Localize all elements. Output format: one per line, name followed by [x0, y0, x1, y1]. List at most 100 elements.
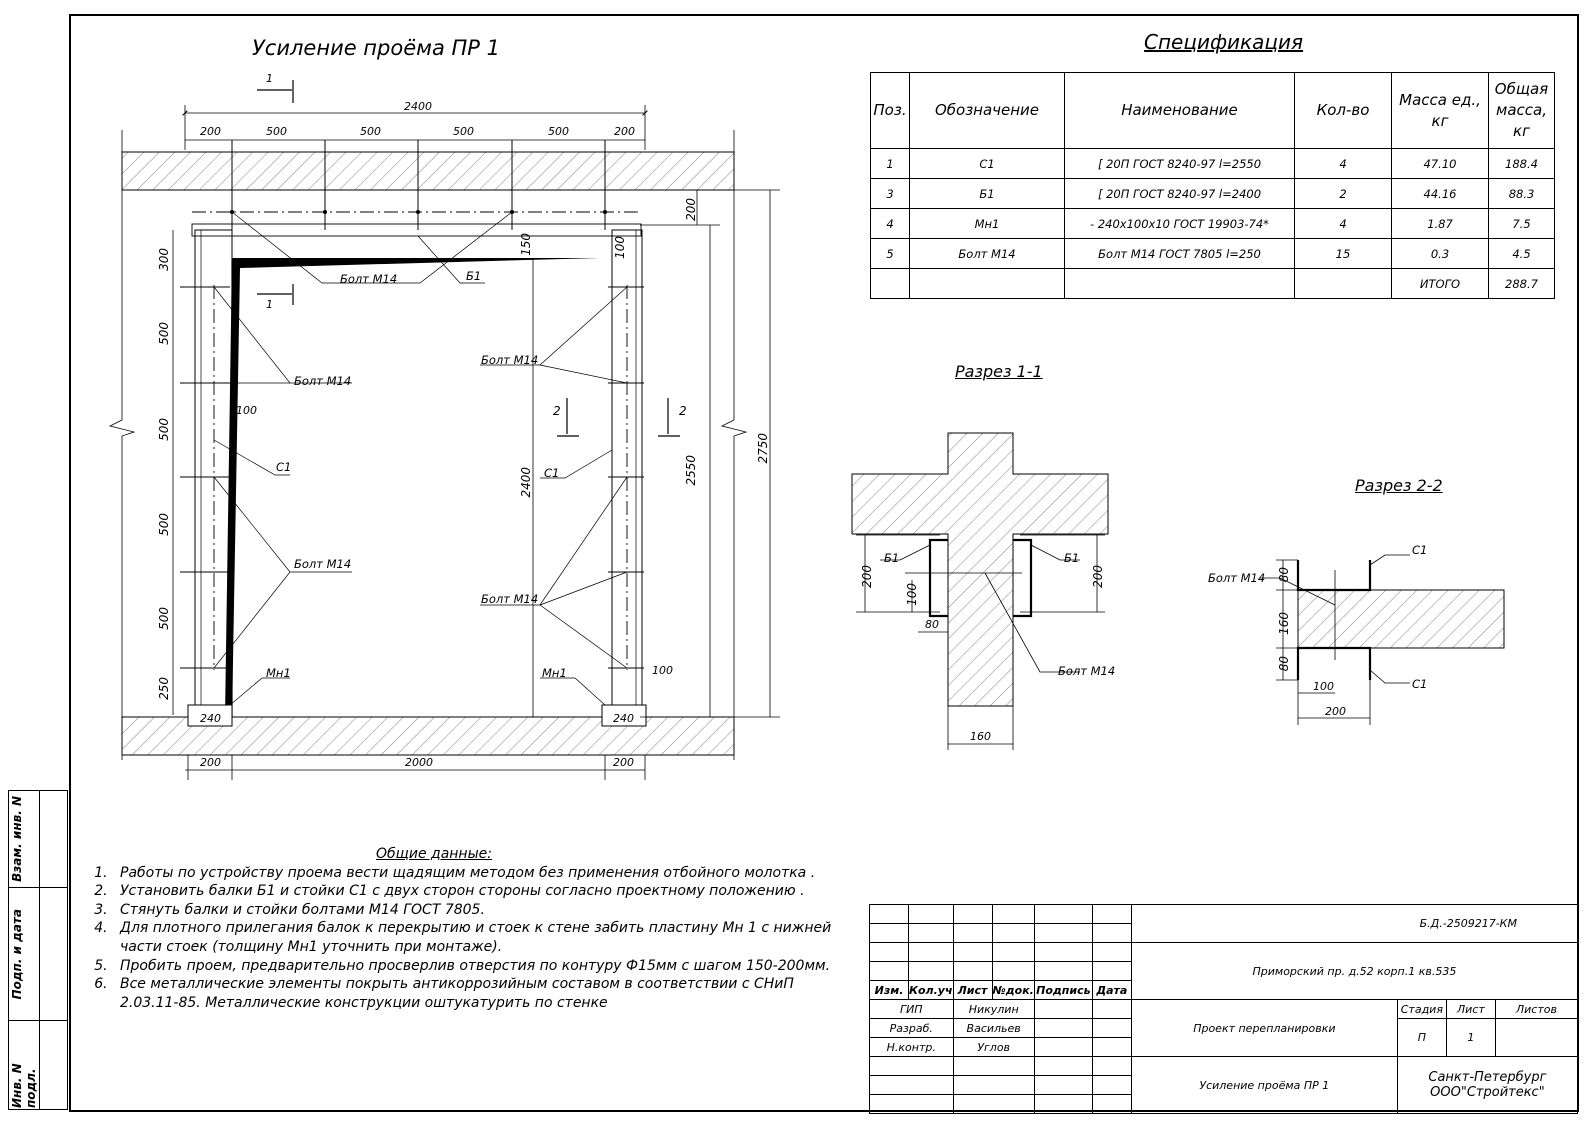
notes-title: Общие данные: [376, 846, 492, 862]
stamp-cell [952, 1075, 1035, 1095]
section11-channels [928, 538, 1033, 618]
stamp-cell [869, 961, 909, 981]
general-notes: Общие данные: Работы по устройству проем… [84, 845, 844, 1012]
stamp-cell [869, 923, 909, 943]
shim-wedge [225, 258, 600, 717]
stamp-sheet-title: Усиление проёма ПР 1 [1130, 1056, 1398, 1114]
dim-plate-240b: 240 [613, 712, 634, 725]
stamp-cell [1091, 1037, 1132, 1057]
spec-cell: 4 [870, 208, 910, 239]
dim-left-500b: 500 [157, 418, 171, 441]
spec-cell: 4 [1294, 208, 1392, 239]
stamp-col-sheet: Лист [952, 980, 993, 1000]
stamp-cell [1091, 904, 1132, 924]
label-bolt-right-2: Болт М14 [481, 592, 539, 606]
stamp-col-date: Дата [1091, 980, 1132, 1000]
dim-2400-top: 2400 [404, 100, 432, 113]
stamp-cell [1033, 942, 1093, 962]
stamp-cell [908, 904, 954, 924]
dim-left-500a: 500 [157, 322, 171, 345]
stamp-cell [952, 942, 993, 962]
spec-col-designation: Обозначение [909, 72, 1065, 149]
stamp-org: Санкт-Петербург ООО"Стройтекс" [1396, 1056, 1579, 1114]
note-item: Стянуть балки и стойки болтами М14 ГОСТ … [112, 901, 844, 920]
top-slab [121, 151, 735, 191]
stamp-sheets-header: Листов [1494, 999, 1579, 1019]
dim-left-500c: 500 [157, 513, 171, 536]
label-plate-left: Мн1 [266, 666, 291, 680]
stamp-person: Никулин [952, 999, 1035, 1019]
dim-200-b: 200 [614, 125, 635, 138]
stamp-cell [1033, 1075, 1093, 1095]
stamp-role: Разраб. [869, 1018, 954, 1038]
section11-beam-left: Б1 [884, 551, 900, 565]
stamp-cell [991, 904, 1035, 924]
section11-dim-200-right: 200 [1091, 565, 1105, 588]
spec-cell: 188.4 [1488, 148, 1555, 179]
label-bolt-right-1: Болт М14 [481, 353, 539, 367]
stamp-code: Б.Д.-2509217-КМ [1130, 904, 1579, 943]
spec-col-qty: Кол-во [1294, 72, 1392, 149]
stamp-cell [1033, 923, 1093, 943]
stamp-cell [869, 1056, 954, 1076]
spec-cell: Б1 [909, 178, 1065, 209]
dim-200-a: 200 [200, 125, 221, 138]
spec-cell: 88.3 [1488, 178, 1555, 209]
stamp-cell [952, 961, 993, 981]
stamp-col-change: Изм. [869, 980, 909, 1000]
label-bolt-left-1: Болт М14 [294, 374, 352, 388]
spec-cell: Мн1 [909, 208, 1065, 239]
stamp-org-name: ООО"Стройтекс" [1430, 1085, 1545, 1100]
stamp-project: Проект перепланировки [1130, 999, 1398, 1057]
dim-bottom-200a: 200 [200, 756, 221, 769]
spec-title: Спецификация [1144, 30, 1304, 54]
stamp-cell [1033, 999, 1093, 1019]
stamp-person: Васильев [952, 1018, 1035, 1038]
stamp-cell [1091, 999, 1132, 1019]
spec-cell: 4 [1294, 148, 1392, 179]
label-column-left: С1 [276, 460, 292, 474]
stamp-cell [1033, 904, 1093, 924]
spec-cell: ИТОГО [1391, 268, 1489, 299]
note-item: Работы по устройству проема вести щадящи… [112, 864, 844, 883]
spec-cell: 0.3 [1391, 238, 1489, 269]
stamp-cell [1091, 942, 1132, 962]
side-cell-blank [39, 1020, 68, 1110]
plate-left [187, 704, 233, 727]
section22-dim-80-bot: 80 [1277, 656, 1291, 672]
spec-col-name: Наименование [1064, 72, 1295, 149]
dim-left-300: 300 [157, 248, 171, 271]
dim-left-250: 250 [157, 677, 171, 700]
spec-cell: 1 [870, 148, 910, 179]
spec-cell: Болт М14 ГОСТ 7805 l=250 [1064, 238, 1295, 269]
side-strip: Взам. инв. N Подп. и дата Инв. N подл. [8, 790, 68, 1110]
dim-bottom-2000: 2000 [405, 756, 433, 769]
spec-header-row: Поз. Обозначение Наименование Кол-во Мас… [870, 72, 1555, 149]
notes-list: Работы по устройству проема вести щадящи… [84, 864, 844, 1013]
stamp-cell [869, 1075, 954, 1095]
section22-dim-200: 200 [1325, 705, 1346, 718]
note-item: Установить балки Б1 и стойки С1 с двух с… [112, 882, 844, 901]
dim-500-a: 500 [266, 125, 287, 138]
stamp-cell [1091, 1018, 1132, 1038]
spec-cell [909, 268, 1065, 299]
title-block: Б.Д.-2509217-КМ Приморский пр. д.52 корп… [869, 904, 1579, 1114]
label-plate-right: Мн1 [542, 666, 567, 680]
spec-cell: 15 [1294, 238, 1392, 269]
stamp-sheet-header: Лист [1445, 999, 1496, 1019]
note-item: Для плотного прилегания балок к перекрыт… [112, 919, 844, 956]
break-line-right [720, 130, 748, 760]
stamp-cell [908, 923, 954, 943]
leaders [213, 211, 628, 706]
spec-cell: 3 [870, 178, 910, 209]
spec-cell: - 240x100x10 ГОСТ 19903-74* [1064, 208, 1295, 239]
spec-cell [1294, 268, 1392, 299]
stamp-cell [1091, 1094, 1132, 1114]
stamp-sheet: 1 [1445, 1018, 1496, 1057]
dim-inner-150: 150 [519, 233, 533, 256]
dim-inner-100-left: 100 [236, 404, 257, 417]
stamp-col-doc: №док. [991, 980, 1035, 1000]
